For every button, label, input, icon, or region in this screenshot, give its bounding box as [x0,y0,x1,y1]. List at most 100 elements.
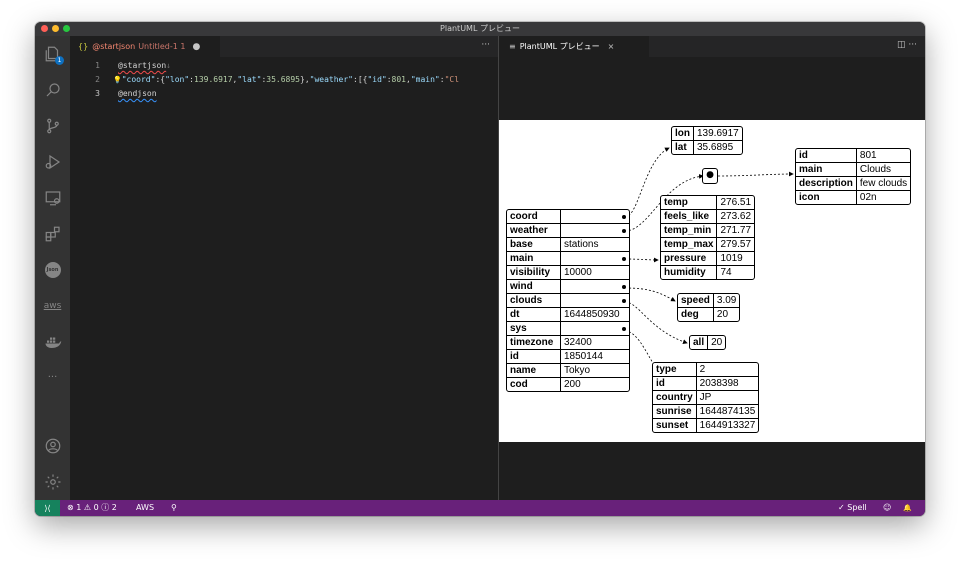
json-key: lat [672,140,694,154]
code-token: }, [300,75,310,84]
docker-icon[interactable] [43,332,62,351]
run-debug-icon[interactable] [43,152,62,171]
unsaved-dot-icon[interactable]: ● [192,41,201,52]
json-value: 1644913327 [695,418,759,432]
json-key: id [507,349,561,364]
json-value: 35.6895 [692,140,742,154]
editor-more-actions-icon[interactable]: ··· [481,40,490,50]
close-tab-icon[interactable]: × [607,42,615,51]
line-number: 2 [95,75,100,84]
aws-icon-label: aws [43,300,62,311]
remote-indicator-icon[interactable]: ⟩⟨ [35,500,60,516]
json-key: cod [507,377,561,391]
link-dot-icon [560,293,629,308]
explorer-icon[interactable]: 1 [43,44,64,65]
code-token: 139.6917 [194,75,233,84]
json-value: 200 [560,377,629,391]
notifications-bell-icon[interactable]: 🔔 [903,504,912,512]
json-key: pressure [661,251,718,266]
split-editor-and-more-icons[interactable]: ◫ ··· [897,40,917,50]
json-key: name [507,363,561,378]
code-token: "id" [367,75,387,84]
json-value: JP [695,390,759,405]
code-token: :[{ [353,75,368,84]
maximize-window-button[interactable] [63,25,70,32]
json-key: temp_min [661,223,718,238]
code-token: "Cl [444,75,460,84]
json-value: 2 [695,363,759,377]
tab-title: @startjson [92,42,136,51]
json-key: main [507,251,561,266]
json-value: 32400 [560,335,629,350]
json-key: deg [678,307,714,321]
code-token: : [386,75,392,84]
code-token: "coord" [121,75,156,84]
json-key: id [653,376,697,391]
sync-icon[interactable]: ⚲ [171,503,177,512]
json-key: main [796,162,857,177]
json-value: 1644874135 [695,404,759,419]
explorer-badge: 1 [55,56,64,65]
code-editor[interactable]: 1 2 3 @startjson↓ 💡"coord":{"lon":139.69… [70,57,531,500]
split-divider[interactable] [498,36,499,500]
json-value: 1850144 [560,349,629,364]
json-key: coord [507,210,561,224]
manage-gear-icon[interactable] [43,472,62,491]
json-value: Tokyo [560,363,629,378]
code-line-1: @startjson↓ [118,61,171,70]
json-value: 74 [716,265,755,279]
code-token: "weather" [309,75,353,84]
code-token: 801 [391,75,406,84]
json-key: all [690,336,709,349]
code-token: :{ [155,75,166,84]
code-token: ↓ [166,61,171,70]
preview-tab-title: PlantUML プレビュー [519,42,600,51]
json-key: dt [507,307,561,322]
json-key: speed [678,294,714,308]
source-control-icon[interactable] [43,116,62,135]
more-icon[interactable]: ··· [47,372,58,383]
json-value: 10000 [560,265,629,280]
spell-check-status[interactable]: ✓ Spell [838,503,867,512]
search-icon[interactable] [43,80,62,99]
vscode-window: PlantUML プレビュー 1 Json aws ··· [35,22,925,516]
code-token: "main" [410,75,440,84]
window-title: PlantUML プレビュー [440,24,520,33]
json-value: 02n [855,190,911,204]
aws-status[interactable]: AWS [136,503,155,512]
json-value: few clouds [855,176,911,191]
json-key: clouds [507,293,561,308]
connector-weather-item [717,171,794,177]
code-line-3: @endjson [118,89,157,98]
feedback-icon[interactable]: ☺ [883,503,892,512]
minimize-window-button[interactable] [52,25,59,32]
connector-wind [624,287,676,302]
json-key: feels_like [661,209,718,224]
tab-plantuml-preview[interactable]: ≡ PlantUML プレビュー × [499,36,649,57]
json-key: type [653,363,697,377]
editor-tab-bar: {} @startjson Untitled-1 1 ● ··· [70,36,498,57]
json-icon-label: Json [44,261,61,278]
link-dot-icon [560,279,629,294]
tab-untitled-1[interactable]: {} @startjson Untitled-1 1 ● [70,36,220,57]
json-value: 276.51 [716,196,755,210]
title-bar: PlantUML プレビュー [35,22,925,36]
remote-explorer-icon[interactable] [43,188,62,207]
extensions-icon[interactable] [43,224,62,243]
json-value: Clouds [855,162,911,177]
lightbulb-icon[interactable]: 💡 [113,76,122,84]
link-dot-icon [560,251,629,266]
account-icon[interactable] [43,436,62,455]
json-icon[interactable]: Json [43,260,62,279]
json-value: 801 [855,149,911,163]
link-dot-icon [560,321,629,336]
json-key: visibility [507,265,561,280]
connector-sys [624,330,660,373]
close-window-button[interactable] [41,25,48,32]
problems-indicator[interactable]: ⊗ 1 ⚠ 0 ⓘ 2 [67,503,117,512]
aws-icon[interactable]: aws [43,296,62,315]
